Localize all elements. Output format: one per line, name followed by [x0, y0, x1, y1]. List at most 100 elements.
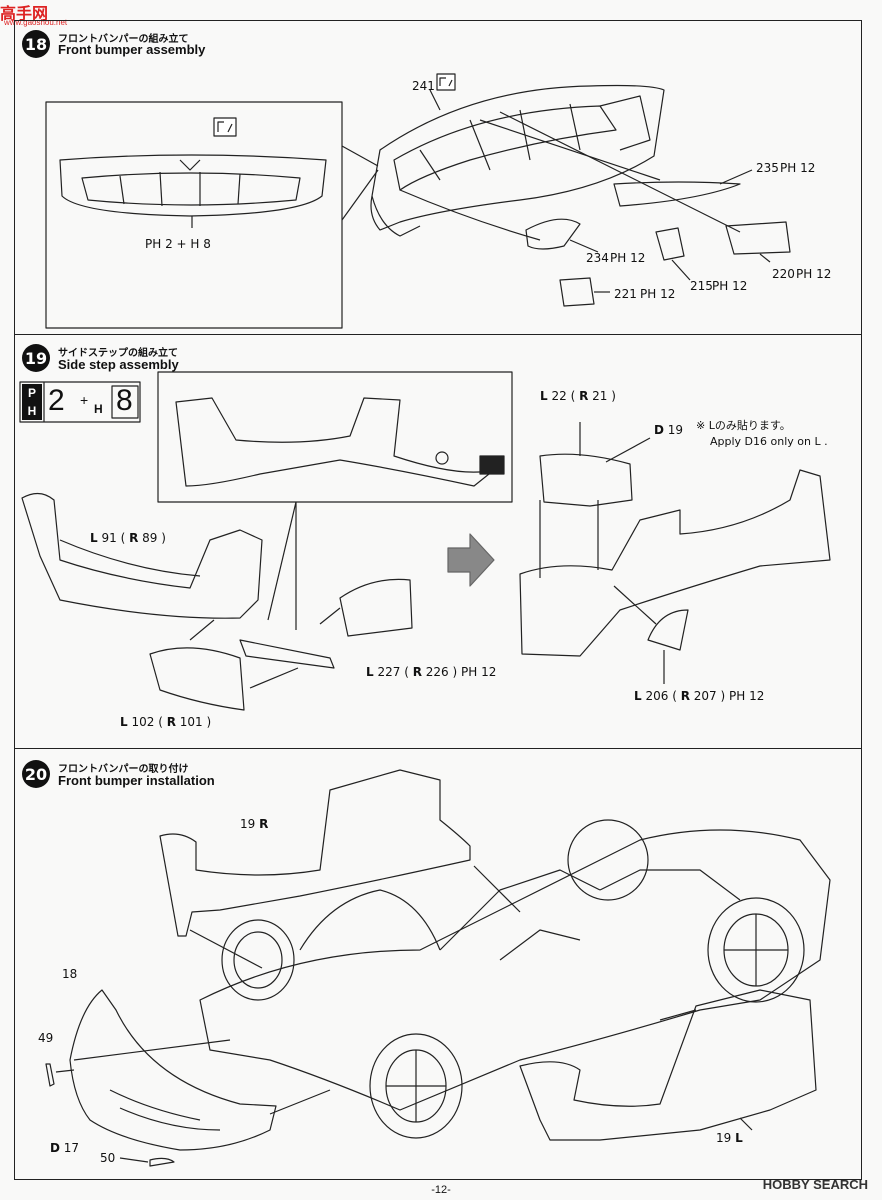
part-235	[613, 181, 741, 207]
label-d17: D 17	[50, 1141, 80, 1155]
watermark-url: www.gaoshou.net	[4, 18, 68, 27]
label-l22-r21: L 22 ( R 21 )	[540, 389, 616, 403]
finish-label-235: PH 12	[780, 161, 816, 175]
part-label-221: 221	[614, 287, 637, 301]
install-line	[473, 865, 521, 913]
paint-icon	[213, 117, 237, 137]
watermark-logo: 高手网	[0, 4, 49, 23]
hobby-search-watermark: HOBBY SEARCH	[762, 1177, 868, 1192]
side-step-detail	[59, 539, 201, 577]
page-frame	[14, 20, 862, 1180]
inset-connector	[341, 145, 379, 167]
inset-connector	[341, 169, 379, 221]
label-50: 50	[100, 1151, 116, 1165]
leader-234	[569, 239, 599, 253]
part-102	[149, 647, 245, 711]
section-divider	[14, 334, 862, 335]
part-label-215: 215	[690, 279, 713, 293]
front-wheel-left	[221, 919, 295, 1001]
paint-box-number-b: 8	[116, 384, 133, 417]
label-l227-r226: L 227 ( R 226 ) PH 12	[366, 665, 497, 679]
paint-icon-glyph	[217, 121, 233, 133]
step-18-title-en: Front bumper assembly	[58, 42, 206, 57]
part-label-220: 220	[772, 267, 795, 281]
step-19-title-jp: サイドステップの組み立て	[58, 348, 178, 359]
assembly-line	[189, 619, 215, 641]
part-label-234: 234	[586, 251, 609, 265]
label-18: 18	[62, 967, 78, 981]
part-206	[647, 609, 689, 651]
decal-label-d19: D 19	[654, 423, 684, 437]
next-arrow	[447, 533, 495, 587]
leader-220	[759, 253, 771, 263]
step-19-title-en: Side step assembly	[58, 357, 179, 372]
paint-box-number-a: 2	[48, 384, 65, 417]
paint-box-h-frame	[111, 385, 139, 419]
finish-label-215: PH 12	[712, 279, 748, 293]
assembly-line	[499, 111, 741, 233]
part-strip	[239, 639, 335, 669]
step-18-badge: 18	[22, 30, 50, 58]
front-bumper-18	[69, 989, 277, 1151]
assembly-line	[479, 119, 661, 181]
leader-19l	[739, 1117, 753, 1131]
car-chassis-drawing	[199, 829, 831, 1111]
part-215	[655, 227, 685, 261]
assembly-line	[319, 607, 341, 625]
leader-215	[671, 259, 691, 281]
label-l102-r101: L 102 ( R 101 )	[120, 715, 212, 729]
step-18-bumper-exploded	[370, 84, 665, 241]
inset-pin	[435, 451, 449, 465]
install-line	[659, 1009, 697, 1021]
label-19r: 19 R	[240, 817, 269, 831]
leader-241	[429, 89, 441, 111]
part-label-241: 241	[412, 79, 435, 93]
assembly-line	[249, 667, 299, 689]
rear-wheel-left	[567, 819, 649, 901]
install-line	[189, 929, 263, 969]
paint-box-plus: +	[80, 392, 89, 408]
part-label-235: 235	[756, 161, 779, 175]
install-line	[73, 1039, 231, 1061]
part-234	[525, 218, 581, 250]
front-wheel-right	[369, 1033, 463, 1139]
front-bumper-vents	[109, 1089, 221, 1131]
finish-label-221: PH 12	[640, 287, 676, 301]
leader-49	[55, 1069, 75, 1073]
assembly-arrow	[613, 585, 657, 625]
part-227	[339, 578, 413, 637]
step-18-inset-paint-label: PH 2 + H 8	[145, 237, 211, 251]
paint-icon-glyph	[439, 77, 453, 87]
leader-235	[719, 169, 753, 185]
step-19-badge: 19	[22, 344, 50, 372]
step-20-title-en: Front bumper installation	[58, 773, 215, 788]
step-19-paint-box	[19, 381, 141, 423]
step-18-title-jp: フロントバンパーの組み立て	[58, 34, 189, 45]
rear-wheel-right	[707, 897, 805, 1003]
page-number: -12-	[431, 1184, 451, 1196]
step-19-inset-frame	[157, 371, 513, 503]
decal-note-en: Apply D16 only on L .	[710, 435, 828, 448]
label-49: 49	[38, 1031, 54, 1045]
step-18-inset-frame	[45, 101, 343, 329]
finish-label-220: PH 12	[796, 267, 832, 281]
step-20-badge: 20	[22, 760, 50, 788]
part-221	[559, 277, 595, 307]
step-20-title-jp: フロントバンパーの取り付け	[58, 764, 189, 775]
inset-decal-icon	[479, 455, 505, 475]
leader-50	[119, 1157, 149, 1163]
leader-d19	[605, 437, 651, 463]
part-50	[149, 1157, 175, 1167]
inset-sidestep	[175, 397, 495, 487]
inset-bumper-drawing	[59, 154, 327, 228]
install-line	[269, 1089, 331, 1115]
section-divider	[14, 748, 862, 749]
paint-box-h: H	[94, 402, 103, 416]
side-step-l-installed	[519, 989, 817, 1141]
finish-label-234: PH 12	[610, 251, 646, 265]
inset-connector	[267, 501, 297, 621]
side-step-91	[21, 492, 263, 619]
